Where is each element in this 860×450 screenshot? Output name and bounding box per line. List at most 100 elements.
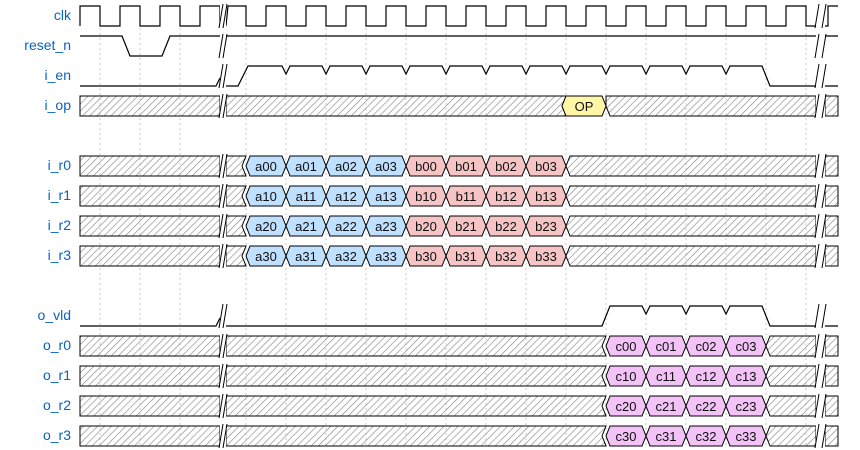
break-gap — [816, 183, 825, 209]
i-r2-segment-label: a23 — [375, 219, 397, 234]
break-gap — [816, 153, 825, 179]
break-slash — [222, 363, 228, 389]
signal-label-o-r3: o_r3 — [43, 427, 71, 443]
i-r2-undefined-tail — [824, 215, 839, 237]
break-slash — [814, 93, 820, 119]
break-slash — [821, 243, 827, 269]
signal-labels: clk reset_n i_en i_op i_r0 i_r1 i_r2 i_r… — [24, 7, 72, 443]
o-r3-segment-label: c31 — [656, 429, 677, 444]
break-slash — [222, 333, 228, 359]
break-gap — [220, 393, 226, 419]
break-gap — [816, 213, 825, 239]
o-r2-segment-label: c22 — [696, 399, 717, 414]
i-r2-segment-label: b22 — [495, 219, 517, 234]
o-vld-waveform — [80, 305, 838, 327]
break-gap — [220, 93, 226, 119]
break-slash — [218, 33, 224, 59]
break-gap — [816, 243, 825, 269]
i-op-waveform: OP — [79, 95, 839, 117]
break-slash — [218, 3, 224, 29]
break-slash — [821, 303, 827, 329]
signal-label-i-op: i_op — [45, 97, 72, 113]
i-r0-segment-label: a01 — [295, 159, 317, 174]
o-r2-undefined-before — [79, 395, 221, 417]
i-r3-segment-label: b30 — [415, 249, 437, 264]
signal-label-o-vld: o_vld — [38, 307, 71, 323]
break-slash — [814, 303, 820, 329]
break-slash — [218, 333, 224, 359]
clk-waveform — [79, 5, 838, 27]
i-r1-segment-label: a10 — [255, 189, 277, 204]
i-op-undefined-after — [605, 95, 817, 117]
i-r1-segment-label: b13 — [535, 189, 557, 204]
signal-label-o-r0: o_r0 — [43, 337, 71, 353]
break-gap — [816, 33, 825, 59]
i-r3-undefined-after — [565, 245, 817, 267]
break-gap — [220, 423, 226, 449]
break-slash — [821, 333, 827, 359]
i-r0-segment-label: b02 — [495, 159, 517, 174]
break-gap — [816, 303, 825, 329]
o-r2-undefined-after — [765, 395, 817, 417]
signal-label-o-r1: o_r1 — [43, 367, 71, 383]
break-slash — [821, 33, 827, 59]
i-r3-segment-label: a33 — [375, 249, 397, 264]
break-gap — [220, 153, 226, 179]
signal-label-clk: clk — [54, 7, 72, 23]
break-slash — [821, 393, 827, 419]
break-slash — [222, 63, 228, 89]
i-r2-segment-label: a20 — [255, 219, 277, 234]
break-gap — [220, 363, 226, 389]
break-slash — [821, 3, 827, 29]
o-r0-undefined-pre — [225, 335, 607, 357]
break-slash — [821, 423, 827, 449]
break-slash — [814, 63, 820, 89]
o-r2-undefined-pre — [225, 395, 607, 417]
i-op-undefined-tail — [824, 95, 839, 117]
break-slash — [218, 393, 224, 419]
i-r0-segment-label: b01 — [455, 159, 477, 174]
break-slash — [821, 213, 827, 239]
i-r1-segment-label: b12 — [495, 189, 517, 204]
o-r1-undefined-before — [79, 365, 221, 387]
o-r3-undefined-after — [765, 425, 817, 447]
break-gap — [220, 3, 226, 29]
i-en-waveform — [80, 65, 838, 87]
break-slash — [821, 183, 827, 209]
break-gap — [220, 33, 226, 59]
reset-n-waveform — [80, 35, 838, 57]
i-r1-undefined-tail — [824, 185, 839, 207]
break-gap — [220, 63, 226, 89]
i-r3-segment-label: b33 — [535, 249, 557, 264]
signal-label-i-r0: i_r0 — [48, 157, 72, 173]
i-r3-segment-label: a31 — [295, 249, 317, 264]
i-r2-segment-label: a22 — [335, 219, 357, 234]
i-r1-segment-label: a13 — [375, 189, 397, 204]
break-gap — [816, 93, 825, 119]
o-r3-segment-label: c32 — [696, 429, 717, 444]
break-slash — [222, 183, 228, 209]
o-r3-undefined-before — [79, 425, 221, 447]
i-op-segment — [561, 95, 607, 117]
i-r0-undefined-before — [79, 155, 221, 177]
i-r1-undefined-after — [565, 185, 817, 207]
break-slash — [814, 393, 820, 419]
break-gap — [816, 3, 825, 29]
o-r0-segment-label: c01 — [656, 339, 677, 354]
signal-label-i-r3: i_r3 — [48, 247, 72, 263]
i-r2-undefined-after — [565, 215, 817, 237]
o-r0-segment-label: c02 — [696, 339, 717, 354]
break-slash — [218, 183, 224, 209]
break-gap — [220, 183, 226, 209]
break-slash — [814, 243, 820, 269]
o-r0-undefined-before — [79, 335, 221, 357]
o-r2-segment-label: c21 — [656, 399, 677, 414]
time-break-markers — [218, 3, 827, 449]
o-r1-undefined-tail — [824, 365, 839, 387]
break-slash — [222, 393, 228, 419]
